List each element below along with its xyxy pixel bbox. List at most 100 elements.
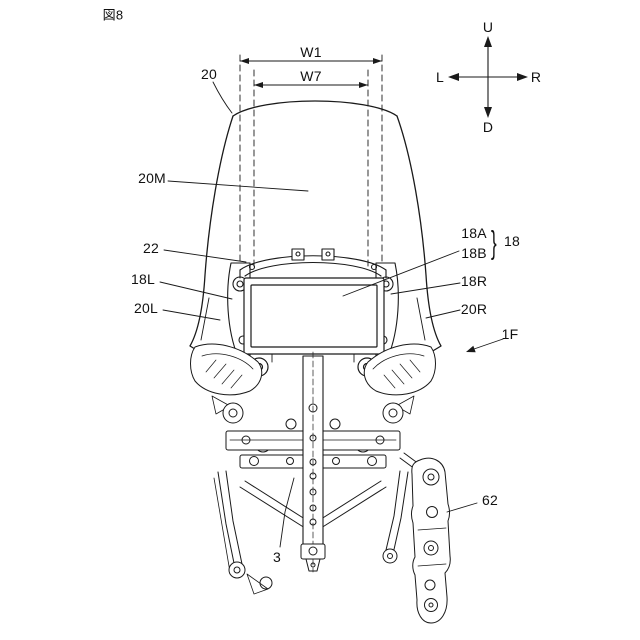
label-62: 62 — [482, 492, 498, 508]
lower-bolt-2 — [286, 457, 294, 465]
dim-w1-arrow-left — [240, 58, 249, 64]
crossbar-bolt-right — [375, 435, 385, 445]
pivot-right-inner — [388, 408, 398, 418]
label-22: 22 — [143, 240, 159, 256]
leader-1F-arrow — [466, 345, 476, 353]
upper-arm-right-inner — [372, 353, 425, 370]
compass-arrows — [448, 36, 528, 118]
column-bracket — [300, 543, 326, 560]
visor-right-screw — [370, 263, 378, 271]
side-unit-tick-1 — [417, 527, 447, 531]
windshield-outline — [189, 100, 442, 353]
column-bolt-6 — [309, 504, 317, 512]
leader-18 — [342, 250, 460, 297]
label-20R: 20R — [460, 301, 488, 317]
upper-arm-left-inner — [201, 353, 254, 370]
column-bolt-3 — [309, 458, 317, 466]
compass-down-arrow — [484, 107, 492, 118]
label-18R: 18R — [460, 273, 488, 289]
dimension-lines — [239, 54, 383, 269]
label-20M: 20M — [138, 170, 166, 186]
pivot-right — [382, 402, 404, 424]
side-unit-bolt-5-inner — [428, 602, 434, 608]
label-18A: 18A — [461, 225, 487, 241]
windshield-left-inner — [200, 297, 210, 341]
visor-left-screw — [248, 263, 256, 271]
upper-arm-left-hatch — [205, 359, 243, 389]
upper-arm-right — [363, 343, 436, 396]
frame-edge-left — [213, 477, 231, 573]
crossbar-bolt-left — [241, 435, 251, 445]
visor-bracket-left — [291, 248, 305, 261]
foot-left-inner — [233, 566, 241, 574]
column-bolt-7 — [309, 518, 317, 526]
side-unit-bolt-5 — [424, 598, 438, 612]
windshield-left — [189, 115, 234, 353]
foot-right-inner — [387, 553, 393, 559]
label-18L: 18L — [131, 271, 155, 287]
dim-label-w7: W7 — [300, 68, 322, 84]
screen-inner — [250, 284, 378, 348]
dim-w1-arrow-right — [373, 58, 382, 64]
dim-w7-arrow-left — [254, 82, 263, 88]
windshield-right — [396, 115, 442, 353]
leader-20 — [212, 81, 233, 114]
visor-bracket-right — [321, 248, 335, 261]
label-3: 3 — [273, 549, 281, 565]
bolt-mid-left — [285, 418, 297, 430]
leader-18R — [390, 282, 461, 295]
compass-left-arrow — [448, 73, 459, 81]
screen-outer — [243, 277, 385, 355]
leader-lines — [159, 81, 504, 548]
leader-3 — [279, 477, 295, 548]
dim-label-w1: W1 — [300, 44, 322, 60]
column-bolt-5 — [309, 488, 317, 496]
brace-18: } — [491, 224, 497, 262]
pivot-left-inner — [228, 408, 238, 418]
frame-diagonal-right — [317, 480, 387, 529]
leader-20L — [162, 309, 221, 321]
compass-label-down: D — [482, 119, 494, 135]
side-unit-bolt-3-inner — [428, 545, 434, 551]
label-18: 18 — [504, 233, 520, 249]
side-unit-62 — [399, 452, 451, 624]
windshield-top — [232, 100, 398, 117]
foot-left — [228, 561, 246, 579]
column-tip-hole — [310, 562, 316, 568]
compass-up-arrow — [484, 36, 492, 47]
front-suspension — [190, 343, 436, 595]
side-unit-bolt-2 — [426, 506, 438, 518]
stay-left-bolt-inner — [236, 280, 244, 288]
side-unit-bolt-1-inner — [427, 473, 435, 481]
windshield-right-inner — [416, 297, 426, 341]
side-unit-bolt-4 — [424, 579, 436, 591]
lower-bolt-3 — [332, 457, 340, 465]
frame-tube-right — [385, 470, 409, 555]
leader-22 — [163, 249, 247, 263]
frame-tube-left — [217, 470, 243, 569]
compass-label-right: R — [530, 69, 542, 85]
side-unit-tick-2 — [417, 563, 447, 567]
compass-label-left: L — [436, 69, 444, 85]
column-bolt-2 — [309, 434, 317, 442]
leader-20M — [167, 180, 309, 192]
lower-bolt-4 — [367, 456, 377, 466]
side-unit-bolt-3 — [423, 540, 439, 556]
bolt-mid-right — [329, 418, 341, 430]
foot-right — [382, 548, 398, 564]
upper-arm-right-hatch — [383, 359, 421, 389]
leader-1F — [473, 338, 504, 350]
leader-18L — [159, 281, 233, 300]
column-tip — [305, 558, 321, 572]
upper-arm-left — [190, 343, 263, 396]
column-bracket-bolt — [308, 546, 318, 556]
leader-62 — [446, 502, 478, 513]
label-18B: 18B — [461, 245, 487, 261]
lower-bolt-1 — [249, 456, 259, 466]
foot-bracket — [246, 573, 269, 595]
label-20L: 20L — [134, 300, 158, 316]
side-unit-bolt-1 — [422, 468, 440, 486]
visor-bracket-left-hole — [295, 251, 301, 257]
